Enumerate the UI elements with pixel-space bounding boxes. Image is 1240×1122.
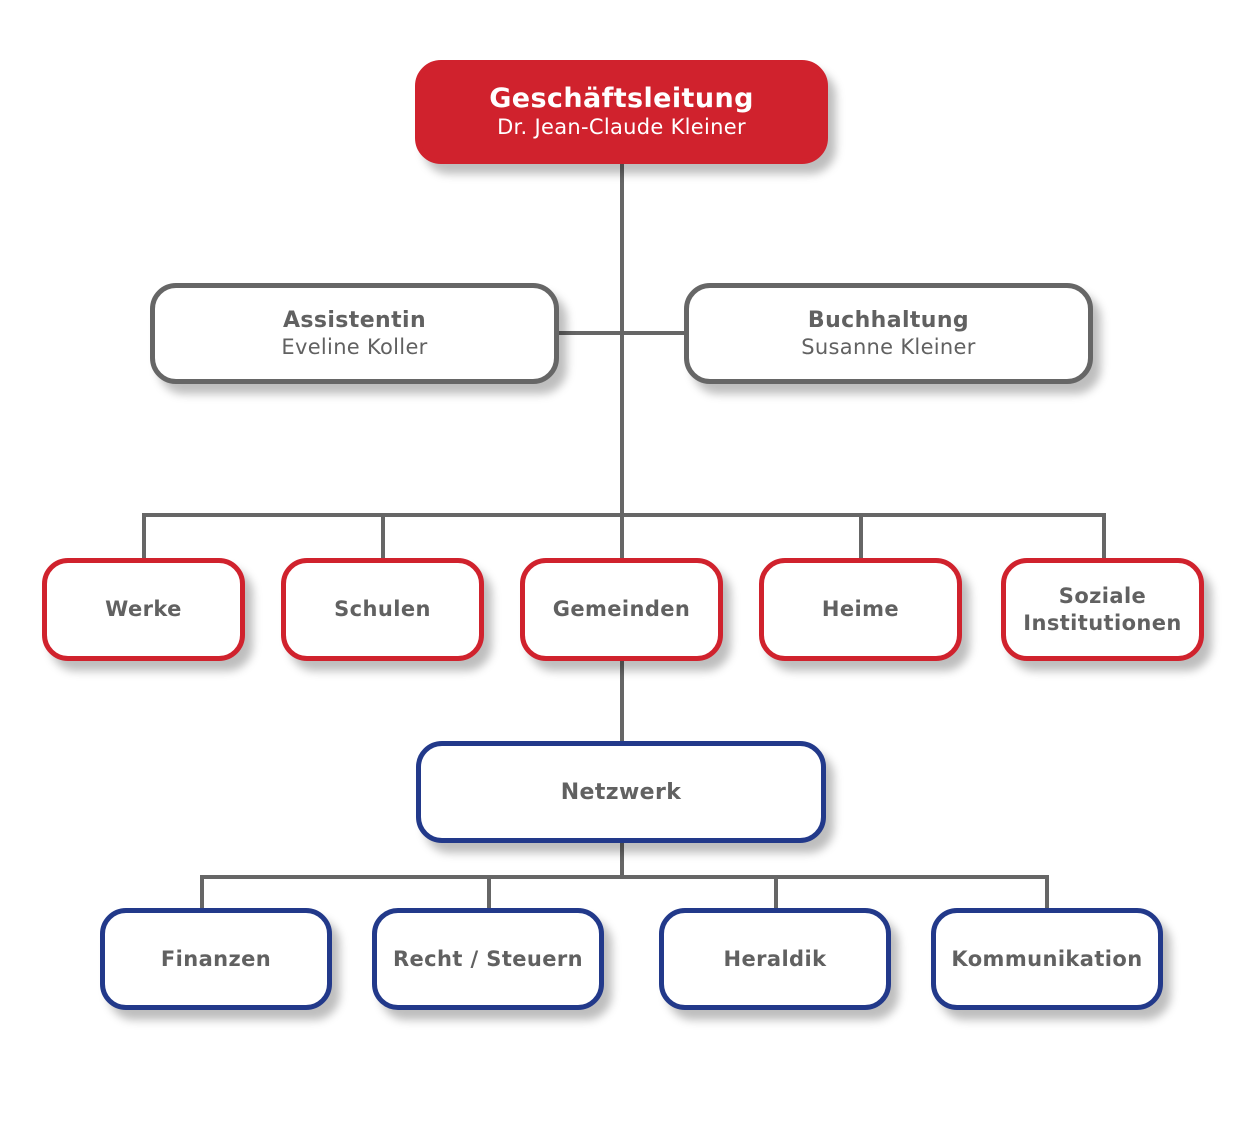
department-label: Werke (105, 597, 182, 621)
network-unit-heraldik[interactable]: Heraldik (659, 908, 891, 1010)
department-schulen[interactable]: Schulen (281, 558, 484, 661)
network-title: Netzwerk (560, 779, 682, 805)
network-box[interactable]: Netzwerk (416, 741, 826, 843)
assistant-box[interactable]: Assistentin Eveline Koller (150, 283, 559, 384)
department-label: Soziale Institutionen (1023, 583, 1182, 635)
department-heime[interactable]: Heime (759, 558, 962, 661)
department-label: Heime (821, 597, 900, 621)
network-unit-label: Kommunikation (951, 946, 1143, 971)
department-werke[interactable]: Werke (42, 558, 245, 661)
accounting-title: Buchhaltung (807, 307, 970, 333)
accounting-box[interactable]: Buchhaltung Susanne Kleiner (684, 283, 1093, 384)
network-unit-finanzen[interactable]: Finanzen (100, 908, 332, 1010)
management-name: Dr. Jean-Claude Kleiner (497, 115, 746, 139)
assistant-name: Eveline Koller (281, 334, 428, 359)
network-unit-kommunikation[interactable]: Kommunikation (931, 908, 1163, 1010)
department-soziale-institutionen[interactable]: Soziale Institutionen (1001, 558, 1204, 661)
network-unit-label: Heraldik (723, 946, 827, 971)
department-gemeinden[interactable]: Gemeinden (520, 558, 723, 661)
network-unit-label: Recht / Steuern (392, 946, 584, 971)
network-unit-recht-steuern[interactable]: Recht / Steuern (372, 908, 604, 1010)
management-title: Geschäftsleitung (489, 83, 754, 114)
department-label: Gemeinden (552, 597, 691, 621)
department-label: Schulen (334, 597, 431, 621)
accounting-name: Susanne Kleiner (801, 334, 976, 359)
network-unit-label: Finanzen (160, 946, 272, 971)
assistant-title: Assistentin (282, 307, 427, 333)
management-box[interactable]: Geschäftsleitung Dr. Jean-Claude Kleiner (415, 60, 828, 164)
